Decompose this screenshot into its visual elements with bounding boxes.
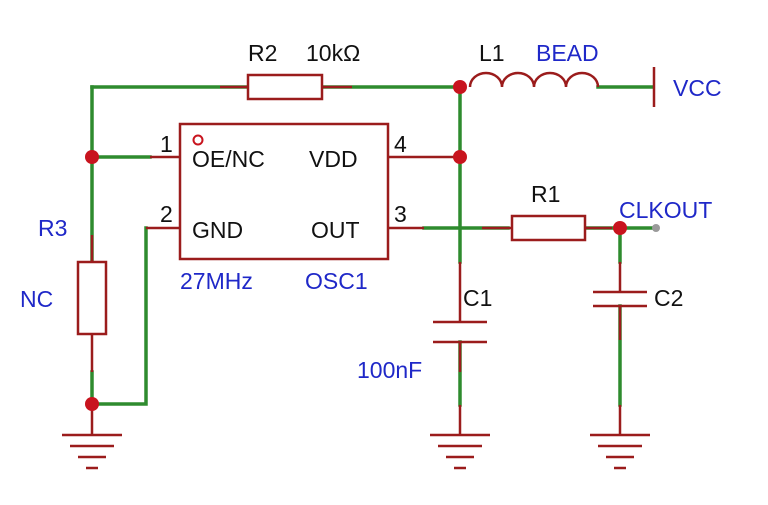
r3-value: NC — [20, 286, 53, 312]
r2-resistor[interactable] — [246, 73, 324, 101]
pin3-number: 3 — [394, 201, 407, 227]
l1-inductor[interactable] — [468, 71, 600, 88]
r1-designator: R1 — [531, 181, 560, 207]
pin2-number: 2 — [160, 201, 173, 227]
r3-designator: R3 — [38, 215, 67, 241]
osc1-ic-box[interactable] — [178, 122, 390, 261]
r3-resistor[interactable] — [76, 260, 108, 336]
pin4-name: VDD — [309, 146, 358, 172]
pin4-number: 4 — [394, 131, 407, 157]
pin1-indicator-icon — [192, 134, 204, 146]
ground-icon — [430, 433, 490, 470]
pin1-number: 1 — [160, 131, 173, 157]
pin2-wire — [90, 226, 148, 406]
pin2-name: GND — [192, 217, 243, 243]
junction-dot — [613, 221, 627, 235]
clkout-port-icon[interactable] — [652, 224, 660, 232]
junction-dot — [85, 150, 99, 164]
pin3-name: OUT — [311, 217, 360, 243]
c1-capacitor[interactable] — [433, 320, 487, 344]
l1-value: BEAD — [536, 40, 599, 66]
junction-dot — [453, 150, 467, 164]
ground-icon — [62, 433, 122, 470]
junction-dot — [85, 397, 99, 411]
junction-dot — [453, 80, 467, 94]
l1-designator: L1 — [479, 40, 505, 66]
osc-frequency: 27MHz — [180, 268, 253, 294]
r2-designator: R2 — [248, 40, 277, 66]
c1-designator: C1 — [463, 285, 492, 311]
osc-designator: OSC1 — [305, 268, 368, 294]
pin1-name: OE/NC — [192, 146, 265, 172]
ground-icon — [590, 433, 650, 470]
c1-value: 100nF — [357, 357, 422, 383]
c2-designator: C2 — [654, 285, 683, 311]
clkout-label: CLKOUT — [619, 197, 712, 223]
r2-value: 10kΩ — [306, 40, 360, 66]
c2-capacitor[interactable] — [593, 290, 647, 308]
r1-resistor[interactable] — [510, 214, 587, 242]
vcc-label: VCC — [673, 75, 722, 101]
component-leads — [90, 85, 622, 435]
